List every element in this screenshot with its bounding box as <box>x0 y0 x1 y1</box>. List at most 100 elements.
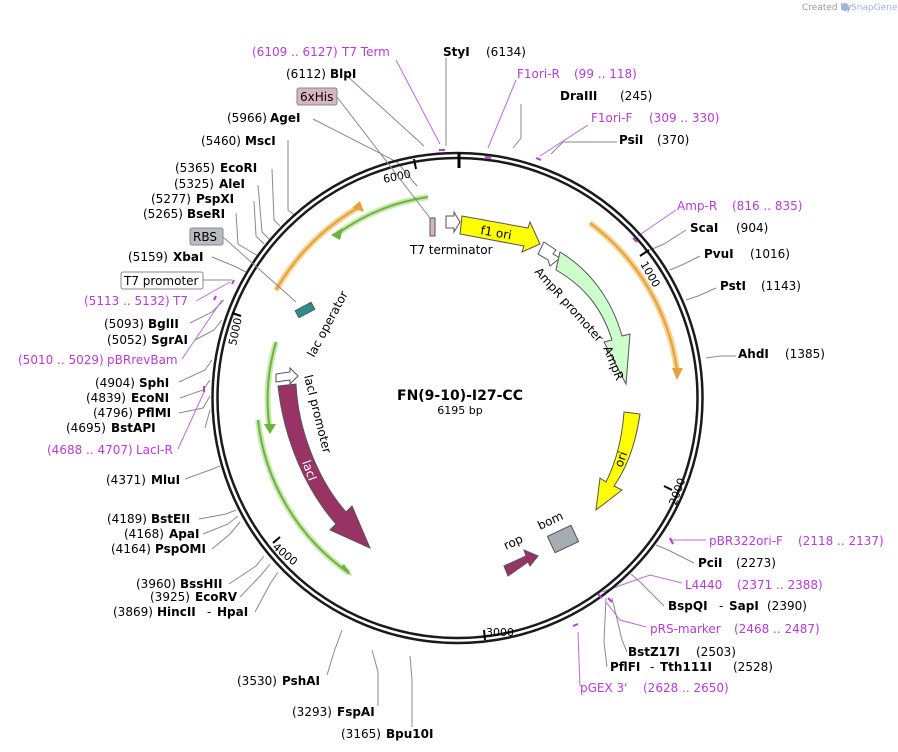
primer-l4440[interactable]: L4440(2371 .. 2388) <box>685 578 823 592</box>
primer-laci-r[interactable]: (4688 .. 4707)LacI-R <box>47 443 173 457</box>
primer-f1ori-r[interactable]: F1ori-R(99 .. 118) <box>517 67 637 81</box>
sites-left-8-pos-text: (5093) <box>104 317 144 331</box>
his-tag-feature[interactable] <box>429 217 436 237</box>
bom-feature[interactable] <box>546 524 580 554</box>
sites-left-5-name-text: PspXI <box>196 192 234 206</box>
site-ecorv[interactable]: (3925)EcoRV <box>150 590 238 604</box>
site-bsshii[interactable]: (3960)BssHII <box>136 577 222 591</box>
site-psti[interactable]: PstI (1143) <box>720 279 801 293</box>
site-apai[interactable]: (4168)ApaI <box>124 527 199 541</box>
site-bseri[interactable]: (5265)BseRI <box>143 207 225 221</box>
orf-arrow-top-green[interactable] <box>336 196 429 235</box>
site-msci[interactable]: (5460)MscI <box>201 134 276 148</box>
primer-pbrrevbam[interactable]: (5010 .. 5029)pBRrevBam <box>18 353 178 367</box>
sites-right-4-name-text: PvuI <box>704 247 734 261</box>
orf-arrow-upper-left[interactable] <box>275 205 362 291</box>
site-hincii-hpai[interactable]: (3869)HincII-HpaI <box>113 605 248 619</box>
site-xbai[interactable]: (5159)XbaI <box>128 250 203 264</box>
lac-operator-feature[interactable] <box>294 301 316 319</box>
site-ahdi[interactable]: AhdI(1385) <box>738 347 825 361</box>
primers-right-2-name-text: Amp-R <box>677 199 717 213</box>
t7-promoter-label[interactable]: T7 promoter <box>123 274 199 288</box>
laci-feature[interactable] <box>277 383 371 549</box>
orf-arrow-right[interactable] <box>589 222 678 371</box>
primer-prs-marker[interactable]: pRS-marker(2468 .. 2487) <box>650 622 820 636</box>
orf-arrow-bottom-left-head <box>340 564 352 576</box>
site-pspomi[interactable]: (4164)PspOMI <box>111 542 206 556</box>
primer-f1ori-f[interactable]: F1ori-F(309 .. 330) <box>591 111 719 125</box>
site-psii[interactable]: PsiI(370) <box>619 133 689 147</box>
site-bpu10i[interactable]: (3165)Bpu10I <box>341 727 433 741</box>
ori-feature[interactable] <box>595 411 641 512</box>
site-pshai[interactable]: (3530)PshAI <box>237 674 320 688</box>
sites-left-1-name-text: AgeI <box>270 111 300 125</box>
primers-left-0-range-text: (6109 .. 6127) <box>252 45 338 59</box>
sites-right-3-pos-text: (904) <box>736 221 768 235</box>
rbs-label[interactable]: RBS <box>193 230 217 244</box>
orf-arrow-bottom-left[interactable] <box>257 419 350 574</box>
t7-terminator-feature[interactable] <box>445 210 461 234</box>
primer-pgex-3[interactable]: pGEX 3'(2628 .. 2650) <box>580 681 729 695</box>
site-pcii[interactable]: PciI(2273) <box>698 556 776 570</box>
primers-right-1-range-text: (309 .. 330) <box>649 111 719 125</box>
site-agei[interactable]: (5966)AgeI <box>227 111 300 125</box>
site-bstz17i[interactable]: BstZ17I(2503) <box>628 645 736 659</box>
sites-left-23-pos-text: (3165) <box>341 727 381 741</box>
primer-amp-r[interactable]: Amp-R(816 .. 835) <box>677 199 802 213</box>
credit-brand[interactable]: SnapGene <box>851 3 898 13</box>
sites-left-11-pos-text: (4839) <box>86 391 126 405</box>
primer-t7[interactable]: (5113 .. 5132)T7 <box>84 294 188 308</box>
site-styi[interactable]: StyI(6134) <box>443 45 526 59</box>
sites-left-19-pos-text: (3925) <box>150 590 190 604</box>
site-ecori[interactable]: (5365)EcoRI <box>175 161 257 175</box>
ori-label: ori <box>612 450 630 469</box>
site-pspxi[interactable]: (5277) PspXI <box>151 192 234 206</box>
primers-left: (6109 .. 6127)T7 Term (5113 .. 5132)T7 (… <box>18 45 390 457</box>
his-tag-box <box>296 87 338 106</box>
site-pflmi[interactable]: (4796)PflMI <box>93 406 171 420</box>
primers-left-2-name-text: pBRrevBam <box>107 353 178 367</box>
orf-arrow-left-short[interactable] <box>266 341 277 431</box>
sites-left-16-pos-text: (4168) <box>124 527 164 541</box>
sites-left-10-name-text: SphI <box>139 376 169 390</box>
plasmid-size: 6195 bp <box>437 404 482 417</box>
site-blpi[interactable]: (6112)BlpI <box>286 67 356 81</box>
site-scai[interactable]: ScaI(904) <box>690 221 768 235</box>
sites-right-5-name-text: PstI <box>720 279 746 293</box>
site-pvui[interactable]: PvuI(1016) <box>704 247 790 261</box>
site-econi[interactable]: (4839)EcoNI <box>86 391 169 405</box>
rop-feature[interactable] <box>503 549 539 577</box>
sites-right-8-name-text: BspQI <box>668 599 708 613</box>
primer-pbr322ori-f[interactable]: pBR322ori-F(2118 .. 2137) <box>709 534 884 548</box>
sites-left-14-pos-text: (4371) <box>106 473 146 487</box>
sites-left-9-pos-text: (5052) <box>107 333 147 347</box>
lac-operator-label: lac operator <box>304 289 351 360</box>
site-fspai[interactable]: (3293)FspAI <box>292 705 375 719</box>
laci-promoter-feature[interactable] <box>275 366 299 386</box>
scale-ticks <box>231 158 673 641</box>
site-sphi[interactable]: (4904)SphI <box>95 376 169 390</box>
ampr-feature[interactable] <box>555 251 631 386</box>
site-mlui[interactable]: (4371)MluI <box>106 473 180 487</box>
f1-ori-feature[interactable] <box>459 215 541 253</box>
site-bspqi-sapi[interactable]: BspQI-SapI(2390) <box>668 599 807 613</box>
tick-6000: 6000 <box>382 167 412 186</box>
sites-right-5-pos-text: (1143) <box>761 279 801 293</box>
site-sgrai[interactable]: (5052)SgrAI <box>107 333 188 347</box>
site-alei[interactable]: (5325)AleI <box>174 177 245 191</box>
site-draiii[interactable]: DraIII(245) <box>560 89 652 103</box>
sites-left-5-pos-text: (5277) <box>151 192 191 206</box>
ampr-promoter-feature[interactable] <box>537 241 561 267</box>
his-tag-label[interactable]: 6xHis <box>300 90 333 104</box>
sites-left-8-name-text: BglII <box>148 317 179 331</box>
primer-t7-term[interactable]: (6109 .. 6127)T7 Term <box>252 45 390 59</box>
site-bglii[interactable]: (5093) BglII <box>104 317 179 331</box>
plasmid-name: FN(9-10)-I27-CC <box>397 388 523 404</box>
site-bstapi[interactable]: (4695)BstAPI <box>66 421 156 435</box>
site-pflfi-tth111i[interactable]: PflFI-Tth111I(2528) <box>610 660 773 674</box>
primers-right-3-range-text: (2118 .. 2137) <box>798 534 884 548</box>
sites-left-18-pos-text: (3960) <box>136 577 176 591</box>
site-bsteii[interactable]: (4189)BstEII <box>107 512 190 526</box>
sites-right-8-pos-text: (2390) <box>767 599 807 613</box>
